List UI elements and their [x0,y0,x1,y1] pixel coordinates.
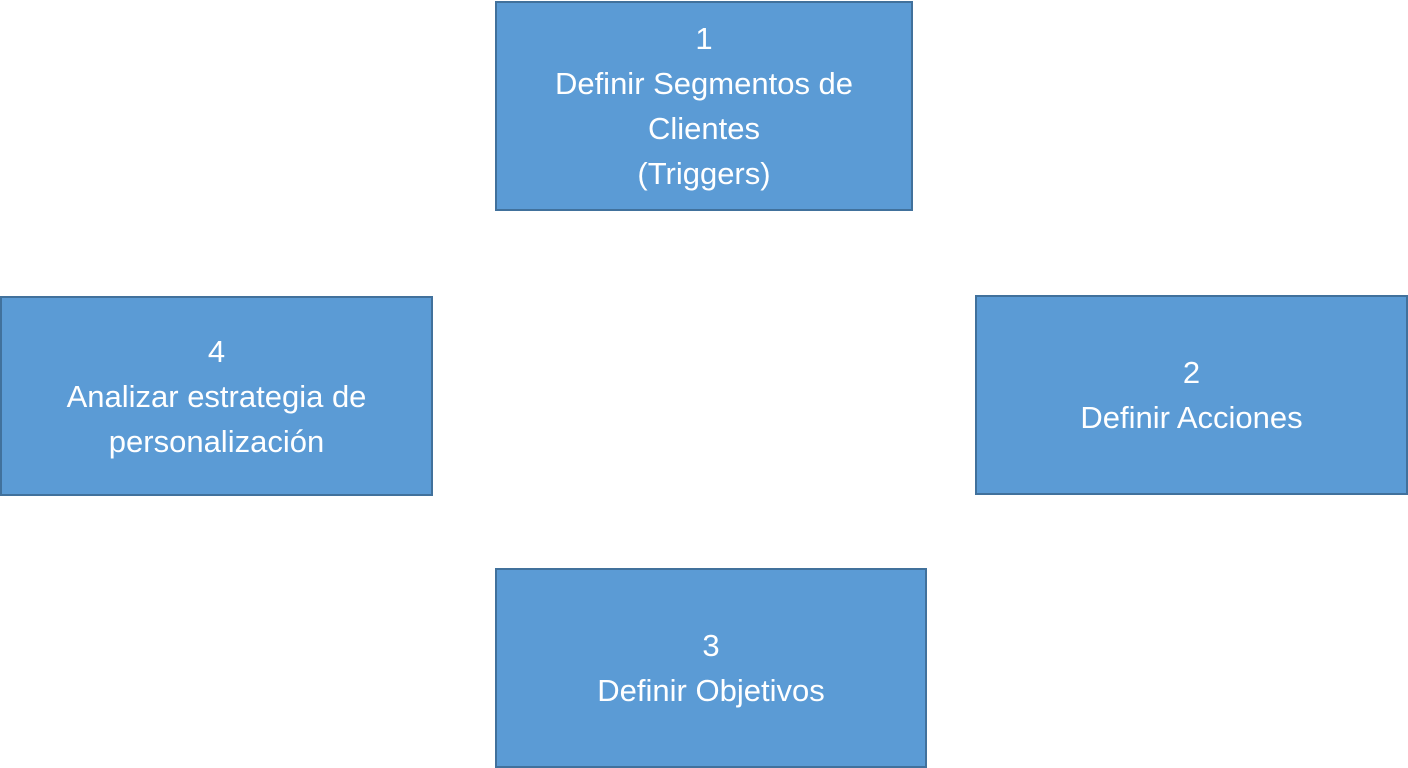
step-3-line-1: Definir Objetivos [597,673,825,708]
step-2-line-1: Definir Acciones [1080,400,1303,435]
step-2-content: 2 Definir Acciones [1080,350,1302,440]
step-1-content: 1 Definir Segmentos de Clientes (Trigger… [555,16,853,196]
step-4-line-2: personalización [108,423,325,459]
step-1-line-3: (Triggers) [637,156,771,191]
step-3-number: 3 [702,628,720,663]
step-2-box: 2 Definir Acciones [975,295,1408,495]
step-4-box: 4 Analizar estrategia de personalización [0,296,433,496]
step-4-line-1: Analizar estrategia de [66,378,367,414]
step-4-content: 4 Analizar estrategia de personalización [67,329,367,464]
step-1-box: 1 Definir Segmentos de Clientes (Trigger… [495,1,913,211]
step-3-box: 3 Definir Objetivos [495,568,927,768]
step-4-number: 4 [207,333,226,369]
step-1-number: 1 [695,21,713,56]
step-1-line-2: Clientes [647,111,760,146]
step-2-number: 2 [1182,355,1201,390]
step-1-line-1: Definir Segmentos de [554,66,854,101]
step-3-content: 3 Definir Objetivos [597,623,824,713]
